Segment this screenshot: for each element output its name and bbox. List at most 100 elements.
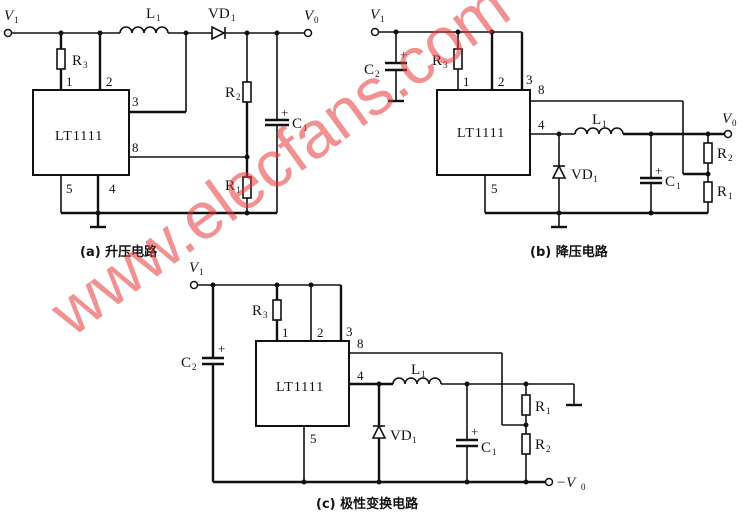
label-c1-a: C <box>292 116 302 132</box>
inductor-l1-a <box>119 26 169 34</box>
chip-label-b: LT1111 <box>457 126 505 141</box>
label-r3-c: R <box>252 303 262 319</box>
svg-text:5: 5 <box>66 181 73 196</box>
svg-text:4: 4 <box>538 117 545 132</box>
label-v0-b: V <box>722 111 733 127</box>
caption-c: (c) 极性变换电路 <box>316 496 419 512</box>
svg-text:0: 0 <box>581 482 586 492</box>
svg-text:3: 3 <box>263 310 268 320</box>
svg-text:8: 8 <box>538 82 545 97</box>
svg-text:0: 0 <box>732 118 737 128</box>
svg-text:+: + <box>218 341 225 356</box>
svg-text:5: 5 <box>310 431 317 446</box>
output-terminal-c <box>544 477 554 487</box>
svg-text:1: 1 <box>303 123 308 133</box>
chip-lt1111-c <box>255 340 350 427</box>
svg-text:+: + <box>400 47 407 62</box>
label-c1-c: C <box>481 440 491 456</box>
label-c2-b: C <box>364 62 374 78</box>
label-vd1-a: VD <box>208 6 230 22</box>
label-vd1-c: VD <box>390 428 412 444</box>
svg-text:2: 2 <box>546 444 551 454</box>
svg-text:3: 3 <box>443 60 448 70</box>
svg-text:1: 1 <box>412 435 417 445</box>
label-r1-c: R <box>535 399 545 415</box>
svg-text:5: 5 <box>491 181 498 196</box>
chip-lt1111-b <box>436 89 531 176</box>
caption-a: (a) 升压电路 <box>80 244 158 260</box>
svg-text:1: 1 <box>602 119 607 129</box>
svg-text:1: 1 <box>282 325 289 340</box>
resistor-r2-b <box>703 142 713 164</box>
svg-text:1: 1 <box>380 14 385 24</box>
svg-text:1: 1 <box>236 185 241 195</box>
svg-text:2: 2 <box>728 153 733 163</box>
chip-lt1111-a <box>32 89 130 176</box>
svg-text:2: 2 <box>236 92 241 102</box>
svg-text:8: 8 <box>357 336 364 351</box>
input-terminal-b <box>370 27 380 37</box>
svg-text:1: 1 <box>676 181 681 191</box>
label-c1-b: C <box>665 174 675 190</box>
label-r2-b: R <box>717 146 727 162</box>
label-vd1-b: VD <box>571 167 593 183</box>
label-r2-a: R <box>225 85 235 101</box>
resistor-r3-a <box>56 48 66 70</box>
svg-text:1: 1 <box>199 267 204 277</box>
svg-text:1: 1 <box>546 406 551 416</box>
input-terminal-a <box>3 28 13 38</box>
svg-text:3: 3 <box>526 72 533 87</box>
svg-text:2: 2 <box>192 362 197 372</box>
label-r1-b: R <box>717 184 727 200</box>
label-v1-a: V <box>4 8 15 24</box>
svg-text:3: 3 <box>83 60 88 70</box>
svg-text:1: 1 <box>66 74 73 89</box>
svg-text:1: 1 <box>492 447 497 457</box>
label-r3-b: R <box>432 53 442 69</box>
resistor-r1-c <box>521 394 531 416</box>
label-l1-a: L <box>146 6 155 22</box>
inductor-l1-c <box>392 377 442 385</box>
svg-text:2: 2 <box>317 325 324 340</box>
caption-b: (b) 降压电路 <box>530 244 609 260</box>
svg-text:1: 1 <box>593 174 598 184</box>
svg-text:1: 1 <box>421 369 426 379</box>
resistor-r1-b <box>703 181 713 203</box>
circuit-a-boost: V 1 L 1 VD 1 V 0 R 3 1 2 3 8 5 4 LT1111 … <box>3 6 319 260</box>
circuit-b-buck: V 1 C 2 + R 3 1 2 3 8 4 5 LT1111 L 1 VD … <box>364 7 737 260</box>
svg-text:2: 2 <box>375 69 380 79</box>
svg-text:1: 1 <box>14 15 19 25</box>
svg-text:2: 2 <box>498 74 505 89</box>
svg-text:+: + <box>281 105 288 120</box>
label-r3-a: R <box>72 53 82 69</box>
svg-text:1: 1 <box>463 74 470 89</box>
svg-text:4: 4 <box>109 181 116 196</box>
svg-text:8: 8 <box>132 140 139 155</box>
svg-text:1: 1 <box>156 13 161 23</box>
svg-text:3: 3 <box>346 324 353 339</box>
svg-text:2: 2 <box>106 74 113 89</box>
resistor-r2-a <box>242 81 252 103</box>
svg-text:+: + <box>655 163 662 178</box>
diode-vd1-c <box>371 424 387 439</box>
resistor-r3-c <box>272 299 282 321</box>
svg-text:4: 4 <box>357 368 364 383</box>
diode-vd1-a <box>211 25 226 41</box>
svg-text:0: 0 <box>314 15 319 25</box>
label-r1-a: R <box>225 178 235 194</box>
label-v0-c: −V <box>556 475 577 491</box>
label-c2-c: C <box>181 355 191 371</box>
svg-text:1: 1 <box>231 13 236 23</box>
chip-label-c: LT1111 <box>276 380 324 395</box>
label-v0-a: V <box>304 8 315 24</box>
label-l1-b: L <box>592 112 601 128</box>
label-v1-c: V <box>189 260 200 276</box>
svg-text:1: 1 <box>728 191 733 201</box>
label-r2-c: R <box>535 437 545 453</box>
resistor-r2-c <box>521 433 531 455</box>
svg-text:3: 3 <box>132 94 139 109</box>
output-terminal-b <box>723 129 733 139</box>
output-terminal-a <box>303 28 313 38</box>
